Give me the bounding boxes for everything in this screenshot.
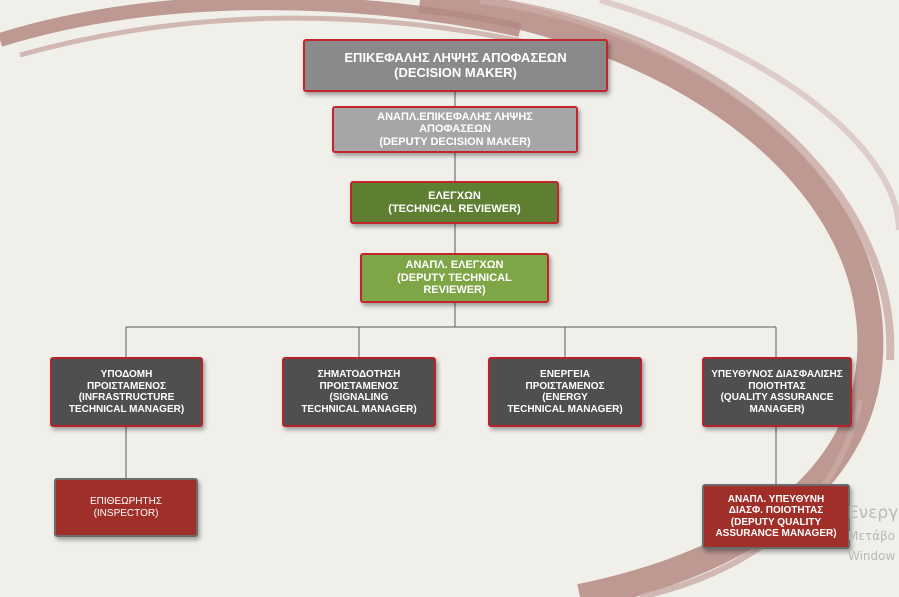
deputy-decision-maker-title-2: ΑΠΟΦΑΣΕΩΝ bbox=[419, 123, 491, 136]
infrastructure-line-1: ΥΠΟΔΟΜΗ bbox=[100, 369, 153, 380]
deputy-technical-reviewer-subtitle-2: REVIEWER) bbox=[423, 284, 486, 297]
energy-line-3: (ENERGY bbox=[542, 392, 588, 403]
energy-line-1: ΕΝΕΡΓΕΙΑ bbox=[540, 369, 590, 380]
signaling-line-2: ΠΡΟΙΣΤΑΜΕΝΟΣ bbox=[319, 380, 399, 392]
deputy-quality-assurance-manager-box: ΑΝΑΠΛ. ΥΠΕΥΘΥΝΗ ΔΙΑΣΦ. ΠΟΙΟΤΗΤΑΣ (DEPUTY… bbox=[702, 484, 850, 549]
signaling-line-3: (SIGNALING bbox=[329, 392, 389, 403]
deputy-quality-line-1: ΑΝΑΠΛ. ΥΠΕΥΘΥΝΗ bbox=[727, 493, 825, 505]
deputy-decision-maker-title-1: ΑΝΑΠΛ.ΕΠΙΚΕΦΑΛΗΣ ΛΗΨΗΣ bbox=[377, 110, 533, 123]
quality-line-4: MANAGER) bbox=[749, 403, 805, 415]
infrastructure-line-2: ΠΡΟΙΣΤΑΜΕΝΟΣ bbox=[86, 380, 167, 392]
technical-reviewer-subtitle: (TECHNICAL REVIEWER) bbox=[388, 202, 521, 215]
inspector-title: ΕΠΙΘΕΩΡΗΤΗΣ bbox=[90, 496, 162, 507]
quality-line-3: (QUALITY ASSURANCE bbox=[720, 392, 834, 403]
deputy-quality-line-4: ASSURANCE MANAGER) bbox=[715, 528, 837, 539]
signaling-line-1: ΣΗΜΑΤΟΔΟΤΗΣΗ bbox=[317, 369, 401, 380]
technical-reviewer-box: ΕΛΕΓΧΩΝ (TECHNICAL REVIEWER) bbox=[350, 181, 559, 224]
deputy-technical-reviewer-title: ΑΝΑΠΛ. ΕΛΕΓΧΩΝ bbox=[405, 259, 504, 272]
inspector-subtitle: (INSPECTOR) bbox=[93, 507, 159, 519]
decision-maker-title: ΕΠΙΚΕΦΑΛΗΣ ΛΗΨΗΣ ΑΠΟΦΑΣΕΩΝ bbox=[344, 49, 567, 65]
decision-maker-subtitle: (DECISION MAKER) bbox=[394, 64, 517, 80]
energy-manager-box: ΕΝΕΡΓΕΙΑ ΠΡΟΙΣΤΑΜΕΝΟΣ (ENERGY TECHNICAL … bbox=[488, 357, 642, 427]
infrastructure-line-3: (INFRASTRUCTURE bbox=[78, 392, 175, 403]
deputy-decision-maker-box: ΑΝΑΠΛ.ΕΠΙΚΕΦΑΛΗΣ ΛΗΨΗΣ ΑΠΟΦΑΣΕΩΝ (DEPUTY… bbox=[332, 106, 578, 153]
deputy-quality-line-2: ΔΙΑΣΦ. ΠΟΙΟΤΗΤΑΣ bbox=[728, 505, 824, 516]
deputy-technical-reviewer-subtitle-1: (DEPUTY TECHNICAL bbox=[397, 271, 512, 284]
activation-watermark-line-1: Ενεργ bbox=[848, 503, 899, 523]
deputy-decision-maker-subtitle: (DEPUTY DECISION MAKER) bbox=[379, 135, 531, 148]
deputy-quality-line-3: (DEPUTY QUALITY bbox=[730, 516, 822, 528]
infrastructure-line-4: TECHNICAL MANAGER) bbox=[68, 403, 185, 415]
signaling-line-4: TECHNICAL MANAGER) bbox=[301, 403, 417, 415]
deputy-technical-reviewer-box: ΑΝΑΠΛ. ΕΛΕΓΧΩΝ (DEPUTY TECHNICAL REVIEWE… bbox=[360, 253, 549, 303]
inspector-box: ΕΠΙΘΕΩΡΗΤΗΣ (INSPECTOR) bbox=[54, 478, 198, 537]
energy-line-2: ΠΡΟΙΣΤΑΜΕΝΟΣ bbox=[525, 380, 605, 392]
signaling-manager-box: ΣΗΜΑΤΟΔΟΤΗΣΗ ΠΡΟΙΣΤΑΜΕΝΟΣ (SIGNALING TEC… bbox=[282, 357, 436, 427]
quality-assurance-manager-box: ΥΠΕΥΘΥΝΟΣ ΔΙΑΣΦΑΛΙΣΗΣ ΠΟΙΟΤΗΤΑΣ (QUALITY… bbox=[702, 357, 852, 427]
activation-watermark-line-2: Μετάβο bbox=[848, 529, 895, 543]
energy-line-4: TECHNICAL MANAGER) bbox=[507, 403, 623, 415]
quality-line-1: ΥΠΕΥΘΥΝΟΣ ΔΙΑΣΦΑΛΙΣΗΣ bbox=[711, 369, 843, 380]
decision-maker-box: ΕΠΙΚΕΦΑΛΗΣ ΛΗΨΗΣ ΑΠΟΦΑΣΕΩΝ (DECISION MAK… bbox=[303, 39, 608, 92]
infrastructure-manager-box: ΥΠΟΔΟΜΗ ΠΡΟΙΣΤΑΜΕΝΟΣ (INFRASTRUCTURE TEC… bbox=[50, 357, 203, 427]
activation-watermark-line-3: Window bbox=[848, 549, 896, 563]
technical-reviewer-title: ΕΛΕΓΧΩΝ bbox=[428, 189, 481, 202]
quality-line-2: ΠΟΙΟΤΗΤΑΣ bbox=[748, 380, 806, 392]
